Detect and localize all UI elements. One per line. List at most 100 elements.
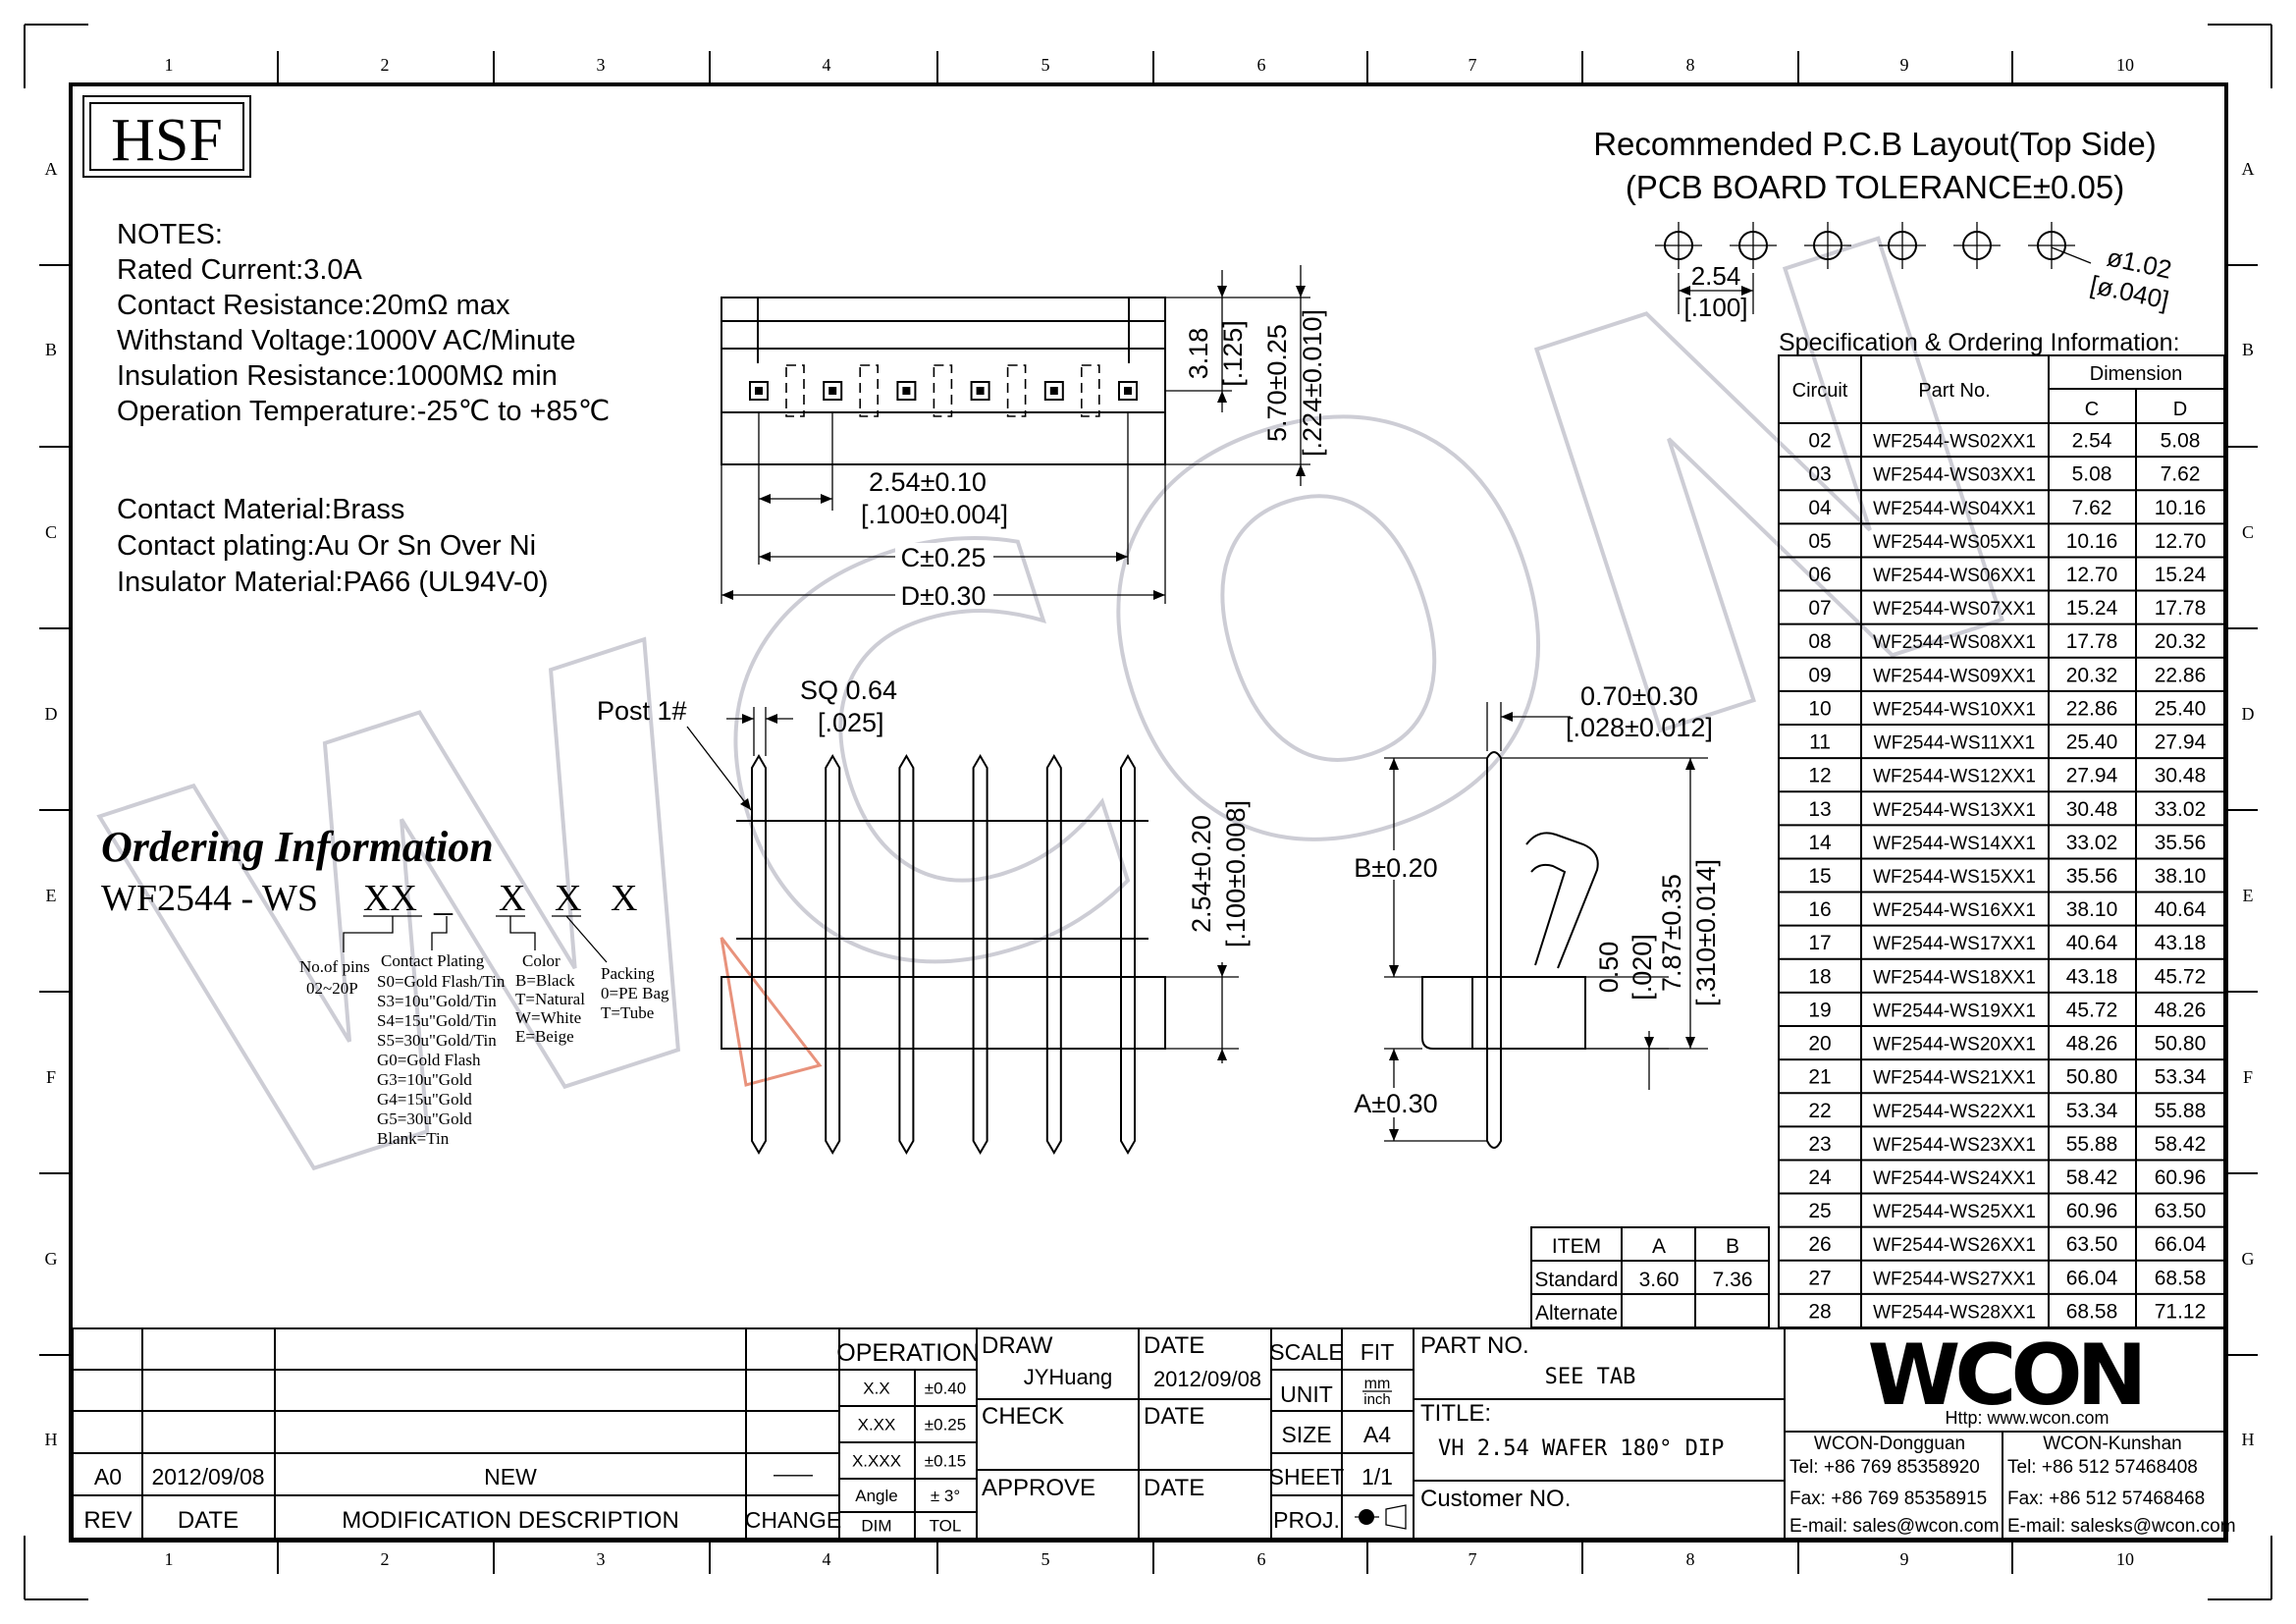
cell-d: 7.62	[2161, 463, 2201, 486]
hsf-logo-text: HSF	[111, 107, 223, 174]
dim-070: 0.70±0.30	[1580, 681, 1698, 711]
top-view-pin	[1118, 381, 1138, 401]
cell-d: 40.64	[2155, 898, 2207, 921]
scale-label: SCALE	[1269, 1339, 1343, 1365]
draw-name: JYHuang	[1024, 1365, 1113, 1389]
col-label-bottom: 6	[1257, 1549, 1266, 1569]
cell-c: 48.26	[2066, 1033, 2118, 1056]
cell-circuit: 18	[1808, 965, 1831, 988]
cell-d: 58.42	[2155, 1133, 2207, 1156]
ordering-code-color: X	[555, 878, 581, 919]
cell-circuit: 26	[1808, 1233, 1831, 1256]
company-http: Http: www.wcon.com	[1945, 1408, 2109, 1428]
cell-circuit: 10	[1808, 697, 1831, 720]
dim-318-inch: [.125]	[1218, 320, 1248, 387]
cell-c: 63.50	[2066, 1233, 2118, 1256]
tolerance-value: ± 3°	[931, 1487, 960, 1505]
watermark-red-accent	[720, 937, 823, 1087]
cell-part: WF2544-WS03XX1	[1873, 465, 2036, 486]
cell-part: WF2544-WS08XX1	[1873, 632, 2036, 653]
dim-pitch-inch: [.100±0.004]	[861, 500, 1008, 529]
dongguan-tel: Tel: +86 769 85358920	[1789, 1457, 1980, 1478]
cell-part: WF2544-WS14XX1	[1873, 834, 2036, 854]
cell-circuit: 23	[1808, 1133, 1831, 1156]
th-d: D	[2173, 399, 2187, 420]
cell-circuit: 13	[1808, 798, 1831, 821]
material-line: Insulator Material:PA66 (UL94V-0)	[117, 567, 549, 598]
tolerance-value: ±0.25	[925, 1416, 966, 1435]
dim-b: B±0.20	[1354, 853, 1437, 883]
cell-d: 60.96	[2155, 1166, 2207, 1189]
cell-c: 12.70	[2066, 564, 2118, 586]
cell-circuit: 16	[1808, 898, 1831, 921]
dim-254-front: 2.54±0.20	[1187, 815, 1216, 933]
cell-c: 35.56	[2066, 865, 2118, 888]
plating-option: Blank=Tin	[377, 1129, 450, 1148]
cell-circuit: 06	[1808, 564, 1831, 586]
kunshan-fax: Fax: +86 512 57468468	[2007, 1489, 2205, 1509]
cell-c: 5.08	[2072, 463, 2112, 486]
cell-d: 17.78	[2155, 597, 2207, 620]
col-label-top: 4	[823, 55, 831, 75]
color-option: T=Natural	[515, 990, 585, 1008]
color-option: W=White	[515, 1008, 581, 1027]
row-label-right: A	[2242, 159, 2255, 179]
note-line: Rated Current:3.0A	[117, 254, 363, 286]
dim-787: 7.87±0.35	[1657, 874, 1686, 992]
cell-d: 48.26	[2155, 999, 2207, 1021]
title-block: A0 2012/09/08 NEW —— REV DATE MODIFICATI…	[72, 1326, 2236, 1540]
row-label-left: H	[45, 1430, 58, 1449]
cell-part: WF2544-WS11XX1	[1874, 733, 2035, 754]
row-label-right: H	[2242, 1430, 2255, 1449]
cell-circuit: 14	[1808, 832, 1832, 854]
tolerance-key: X.XXX	[852, 1452, 901, 1471]
cell-c: 45.72	[2066, 999, 2118, 1021]
cell-d: 55.88	[2155, 1100, 2207, 1122]
packing-option: T=Tube	[601, 1003, 654, 1022]
desc-header: MODIFICATION DESCRIPTION	[342, 1507, 679, 1534]
th-c: C	[2085, 399, 2099, 420]
cell-circuit: 21	[1808, 1066, 1831, 1089]
material-line: Contact plating:Au Or Sn Over Ni	[117, 530, 536, 562]
item-cell: Alternate	[1535, 1302, 1618, 1325]
sheet-value: 1/1	[1362, 1464, 1393, 1489]
hsf-logo: HSF	[82, 95, 251, 178]
row-label-right: G	[2242, 1249, 2255, 1269]
row-label-left: B	[45, 340, 57, 359]
row-label-left: F	[46, 1067, 56, 1087]
cell-d: 63.50	[2155, 1200, 2207, 1222]
sheet-label: SHEET	[1269, 1464, 1345, 1489]
item-cell: Standard	[1534, 1269, 1618, 1291]
col-label-bottom: 2	[381, 1549, 390, 1569]
cell-d: 27.94	[2155, 731, 2207, 754]
ordering-title: Ordering Information	[101, 823, 494, 871]
cell-part: WF2544-WS20XX1	[1873, 1035, 2036, 1056]
sq-label: SQ 0.64	[800, 676, 897, 705]
item-header: ITEM	[1552, 1235, 1601, 1258]
cell-part: WF2544-WS10XX1	[1873, 699, 2036, 720]
cell-c: 58.42	[2066, 1166, 2118, 1189]
cell-circuit: 03	[1808, 463, 1831, 486]
rev-value: A0	[94, 1464, 122, 1489]
approve-date-label: DATE	[1144, 1475, 1204, 1501]
plating-option: G5=30u"Gold	[377, 1110, 472, 1128]
kunshan-name: WCON-Kunshan	[2043, 1434, 2182, 1454]
draw-date-label: DATE	[1144, 1332, 1204, 1359]
row-label-left: D	[45, 704, 58, 724]
front-view-pin	[825, 754, 841, 1155]
note-line: Operation Temperature:-25℃ to +85℃	[117, 396, 610, 427]
cell-c: 66.04	[2066, 1267, 2118, 1289]
cell-d: 5.08	[2161, 430, 2201, 453]
top-view-slot	[1006, 364, 1027, 417]
col-label-top: 6	[1257, 55, 1266, 75]
